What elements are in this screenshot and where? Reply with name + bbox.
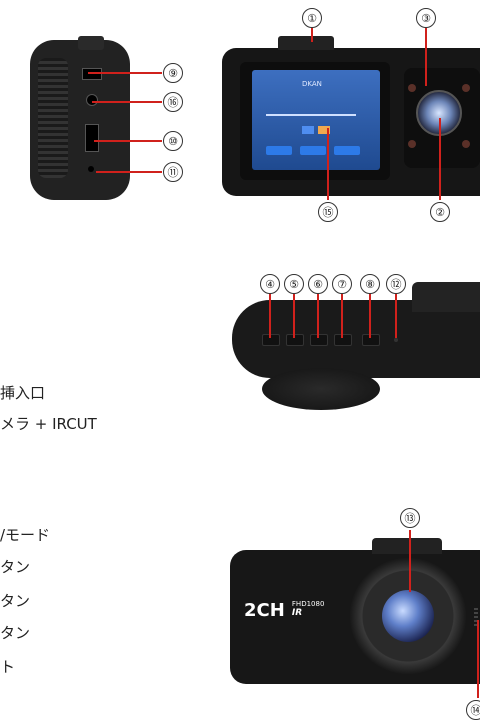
callout-10: ⑩ bbox=[163, 131, 183, 151]
callout-16: ⑯ bbox=[163, 92, 183, 112]
button-4[interactable] bbox=[262, 334, 280, 346]
front-side-speaker bbox=[474, 606, 478, 626]
callout-12: ⑫ bbox=[386, 274, 406, 294]
rear-mount bbox=[278, 36, 334, 50]
front-badge: 2CH FHD1080 IR bbox=[244, 600, 324, 621]
side-grille bbox=[38, 58, 68, 178]
callout-3: ③ bbox=[416, 8, 436, 28]
side-mount bbox=[78, 36, 104, 50]
legend-line-2: メラ + IRCUT bbox=[0, 415, 97, 433]
front-view-mount bbox=[372, 538, 442, 554]
leader-4 bbox=[269, 294, 271, 338]
screen-slider bbox=[266, 114, 356, 116]
leader-8 bbox=[369, 294, 371, 338]
legend-line-3: /モード bbox=[0, 526, 51, 544]
leader-9 bbox=[88, 72, 162, 74]
status-led bbox=[394, 338, 398, 342]
ir-led-1 bbox=[408, 84, 416, 92]
leader-5 bbox=[293, 294, 295, 338]
lcd-screen: DKAN bbox=[252, 70, 380, 170]
badge-2ch: 2CH bbox=[244, 600, 285, 621]
leader-3 bbox=[425, 28, 427, 86]
leader-12 bbox=[395, 294, 397, 338]
legend-line-5: タン bbox=[0, 592, 31, 610]
audio-jack bbox=[86, 94, 98, 106]
leader-15 bbox=[327, 128, 329, 200]
callout-1: ① bbox=[302, 8, 322, 28]
leader-7 bbox=[341, 294, 343, 338]
button-7[interactable] bbox=[334, 334, 352, 346]
callout-7: ⑦ bbox=[332, 274, 352, 294]
sd-slot bbox=[85, 124, 99, 152]
mic-hole bbox=[88, 166, 94, 172]
legend-line-4: タン bbox=[0, 558, 31, 576]
screen-menu-2 bbox=[300, 146, 326, 155]
rear-view-device: DKAN bbox=[222, 48, 480, 196]
screen-icon-b bbox=[318, 126, 330, 134]
callout-9: ⑨ bbox=[163, 63, 183, 83]
leader-6 bbox=[317, 294, 319, 338]
front-lens bbox=[382, 590, 434, 642]
ir-led-3 bbox=[408, 140, 416, 148]
usb-port bbox=[82, 68, 102, 80]
callout-14: ⑭ bbox=[466, 700, 480, 720]
button-6[interactable] bbox=[310, 334, 328, 346]
button-8[interactable] bbox=[362, 334, 380, 346]
callout-8: ⑧ bbox=[360, 274, 380, 294]
callout-15: ⑮ bbox=[318, 202, 338, 222]
legend-line-7: ト bbox=[0, 658, 16, 676]
screen-menu-3 bbox=[334, 146, 360, 155]
screen-icon-a bbox=[302, 126, 314, 134]
ir-led-4 bbox=[462, 140, 470, 148]
leader-1 bbox=[311, 28, 313, 42]
screen-brand: DKAN bbox=[302, 80, 322, 88]
leader-14 bbox=[477, 620, 479, 698]
ir-led-2 bbox=[462, 84, 470, 92]
callout-4: ④ bbox=[260, 274, 280, 294]
callout-11: ⑪ bbox=[163, 162, 183, 182]
top-view-mount bbox=[412, 282, 480, 312]
badge-fhd: FHD1080 bbox=[291, 600, 325, 608]
leader-13 bbox=[409, 530, 411, 592]
legend-line-6: タン bbox=[0, 624, 31, 642]
legend-line-1: 挿入口 bbox=[0, 384, 46, 402]
callout-2: ② bbox=[430, 202, 450, 222]
button-5[interactable] bbox=[286, 334, 304, 346]
leader-11 bbox=[96, 171, 162, 173]
leader-2 bbox=[439, 118, 441, 200]
leader-16 bbox=[92, 101, 162, 103]
callout-6: ⑥ bbox=[308, 274, 328, 294]
callout-5: ⑤ bbox=[284, 274, 304, 294]
side-view-device bbox=[30, 40, 130, 200]
top-view-base bbox=[262, 368, 380, 410]
callout-13: ⑬ bbox=[400, 508, 420, 528]
badge-ir: IR bbox=[291, 608, 303, 618]
leader-10 bbox=[94, 140, 162, 142]
screen-menu-1 bbox=[266, 146, 292, 155]
